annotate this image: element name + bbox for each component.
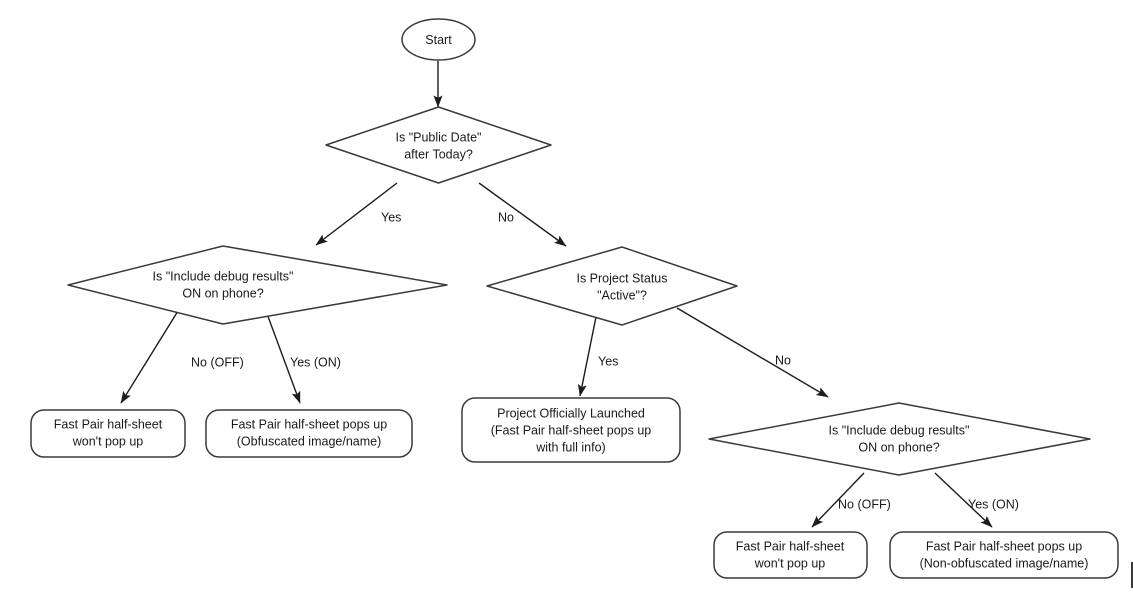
node-decision-debug-left-line2: ON on phone? xyxy=(182,286,263,300)
node-decision-project-status-line1: Is Project Status xyxy=(576,271,667,285)
node-outcome-left-yes[interactable]: Fast Pair half-sheet pops up (Obfuscated… xyxy=(205,409,413,458)
edge-debug-right-no xyxy=(811,472,865,528)
node-outcome-launched-line2: (Fast Pair half-sheet pops up xyxy=(491,423,652,437)
edge-label-debug-left-no: No (OFF) xyxy=(191,355,244,369)
node-decision-debug-right[interactable]: Is "Include debug results" ON on phone? xyxy=(708,402,1091,476)
edge-project-status-yes xyxy=(577,311,598,397)
edge-debug-right-yes xyxy=(934,472,993,528)
node-outcome-right-no-line2: won't pop up xyxy=(754,556,826,570)
node-decision-project-status-line2: "Active"? xyxy=(597,288,647,302)
edge-public-date-yes xyxy=(315,182,398,246)
edge-project-status-no xyxy=(676,307,829,398)
node-outcome-right-yes-line1: Fast Pair half-sheet pops up xyxy=(926,539,1082,553)
node-decision-public-date-line1: Is "Public Date" xyxy=(396,130,482,144)
node-outcome-right-yes[interactable]: Fast Pair half-sheet pops up (Non-obfusc… xyxy=(889,531,1119,579)
node-decision-debug-left[interactable]: Is "Include debug results" ON on phone? xyxy=(67,245,448,325)
node-outcome-launched-line3: with full info) xyxy=(535,440,605,454)
node-outcome-left-yes-line1: Fast Pair half-sheet pops up xyxy=(231,417,387,431)
node-decision-debug-right-line1: Is "Include debug results" xyxy=(829,423,970,437)
edge-label-public-date-yes: Yes xyxy=(381,210,401,224)
edge-debug-left-yes xyxy=(265,310,301,404)
node-outcome-left-no[interactable]: Fast Pair half-sheet won't pop up xyxy=(30,409,186,458)
edge-label-debug-right-yes: Yes (ON) xyxy=(968,497,1019,511)
edge-debug-left-no xyxy=(120,310,179,404)
node-outcome-right-yes-line2: (Non-obfuscated image/name) xyxy=(920,556,1089,570)
page-edge-marker xyxy=(1131,562,1133,588)
node-outcome-right-no-line1: Fast Pair half-sheet xyxy=(736,539,845,553)
node-outcome-left-no-line1: Fast Pair half-sheet xyxy=(54,417,163,431)
edge-label-debug-left-yes: Yes (ON) xyxy=(290,355,341,369)
node-start[interactable]: Start xyxy=(401,18,476,61)
edge-label-project-status-yes: Yes xyxy=(598,354,618,368)
node-decision-public-date-line2: after Today? xyxy=(404,147,473,161)
node-outcome-launched[interactable]: Project Officially Launched (Fast Pair h… xyxy=(461,397,681,463)
node-decision-debug-left-line1: Is "Include debug results" xyxy=(153,269,294,283)
node-decision-public-date[interactable]: Is "Public Date" after Today? xyxy=(325,106,552,184)
node-decision-project-status[interactable]: Is Project Status "Active"? xyxy=(486,246,738,326)
edge-public-date-no xyxy=(478,182,567,247)
edge-label-debug-right-no: No (OFF) xyxy=(838,497,891,511)
node-decision-debug-right-line2: ON on phone? xyxy=(858,440,939,454)
node-outcome-left-no-line2: won't pop up xyxy=(72,434,144,448)
node-outcome-right-no[interactable]: Fast Pair half-sheet won't pop up xyxy=(713,531,868,579)
edge-label-public-date-no: No xyxy=(498,210,514,224)
node-start-label: Start xyxy=(425,33,452,47)
node-outcome-launched-line1: Project Officially Launched xyxy=(497,406,645,420)
edge-label-project-status-no: No xyxy=(775,353,791,367)
node-outcome-left-yes-line2: (Obfuscated image/name) xyxy=(237,434,382,448)
